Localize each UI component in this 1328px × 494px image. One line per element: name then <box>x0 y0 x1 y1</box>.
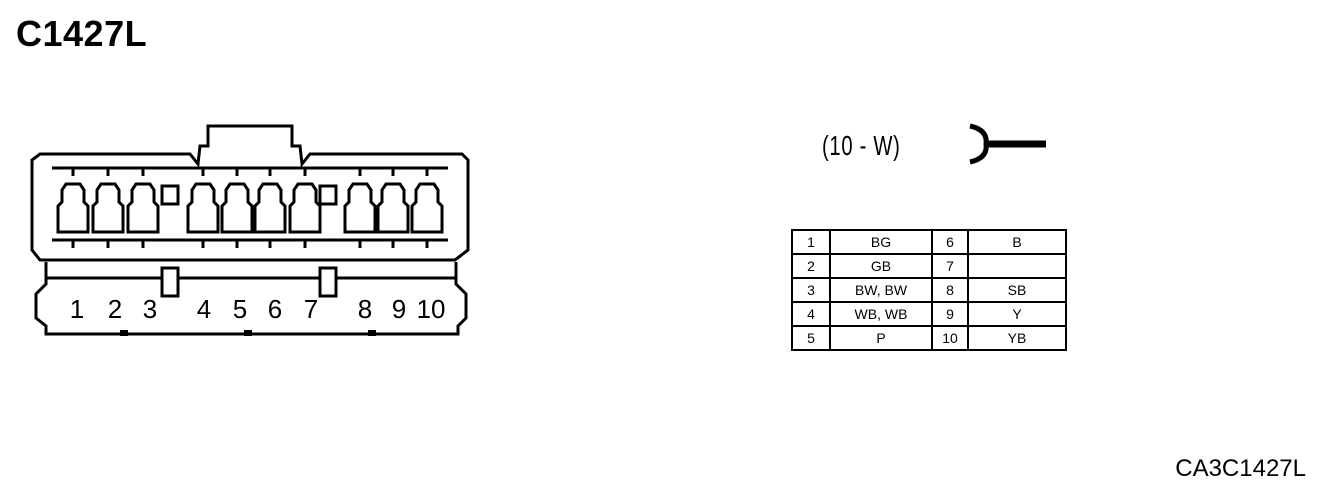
terminal-cavity <box>126 182 160 234</box>
wire-color-right: SB <box>967 277 1067 303</box>
tab-1 <box>120 330 128 336</box>
figure-code: CA3C1427L <box>1175 455 1306 482</box>
terminal-cavity <box>220 182 254 234</box>
housing-outline <box>30 124 470 262</box>
wire-color-left: WB, WB <box>829 301 933 327</box>
wire-color-left: BW, BW <box>829 277 933 303</box>
pin-number-right: 7 <box>931 253 969 279</box>
pin-number-left: 3 <box>791 277 831 303</box>
pin-label-3: 3 <box>143 294 157 324</box>
pin-label-6: 6 <box>268 294 282 324</box>
pin-number-left: 5 <box>791 325 831 351</box>
pin-label-7: 7 <box>304 294 318 324</box>
wire-color-left: GB <box>829 253 933 279</box>
terminal-cavity <box>410 182 444 234</box>
tab-2 <box>244 330 252 336</box>
terminal-cavity <box>186 182 220 234</box>
connector-face-drawing: 1 2 3 4 5 6 7 8 9 10 <box>30 124 470 336</box>
wire-color-left: P <box>829 325 933 351</box>
pin-number-left: 1 <box>791 229 831 255</box>
pin-number-left: 2 <box>791 253 831 279</box>
terminal-cavity <box>288 182 322 234</box>
pin-label-9: 9 <box>392 294 406 324</box>
terminal-cavity <box>343 182 377 234</box>
terminal-cavity <box>376 182 410 234</box>
inner-outline <box>52 166 448 242</box>
wire-color-right <box>967 253 1067 279</box>
connector-spec: (10 - W) <box>822 130 901 161</box>
pin-label-8: 8 <box>358 294 372 324</box>
key-left <box>160 266 180 298</box>
lock-right <box>318 184 338 206</box>
key-right <box>318 266 338 298</box>
wire-color-right: Y <box>967 301 1067 327</box>
pin-number-right: 6 <box>931 229 969 255</box>
connector-title: C1427L <box>16 13 148 54</box>
terminal-cavity <box>56 182 90 234</box>
tab-3 <box>368 330 376 336</box>
terminal-cavity <box>91 182 125 234</box>
wire-color-right: B <box>967 229 1067 255</box>
pin-label-5: 5 <box>233 294 247 324</box>
wire-color-right: YB <box>967 325 1067 351</box>
female-terminal-symbol <box>969 123 1046 165</box>
pin-number-right: 10 <box>931 325 969 351</box>
pin-label-2: 2 <box>108 294 122 324</box>
pin-label-4: 4 <box>197 294 211 324</box>
pin-label-1: 1 <box>70 294 84 324</box>
wire-color-left: BG <box>829 229 933 255</box>
pin-number-right: 9 <box>931 301 969 327</box>
pin-number-right: 8 <box>931 277 969 303</box>
pin-number-left: 4 <box>791 301 831 327</box>
pin-label-10: 10 <box>417 294 446 324</box>
terminal-cavity <box>253 182 287 234</box>
lock-left <box>160 184 180 206</box>
